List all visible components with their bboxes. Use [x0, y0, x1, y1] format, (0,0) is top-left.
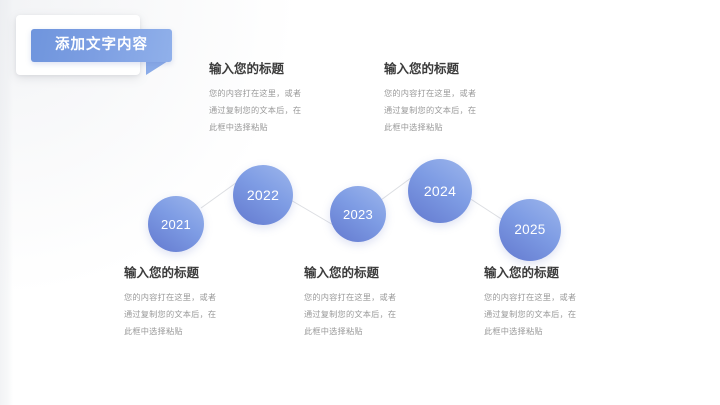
text-block-body: 您的内容打在这里，或者 通过复制您的文本后，在 此框中选择粘贴 — [209, 86, 379, 136]
text-block-body: 您的内容打在这里，或者 通过复制您的文本后，在 此框中选择粘贴 — [124, 290, 294, 340]
text-block-line: 通过复制您的文本后，在 — [209, 105, 302, 115]
text-block-top-right: 输入您的标题 您的内容打在这里，或者 通过复制您的文本后，在 此框中选择粘贴 — [384, 62, 554, 136]
text-block-line: 此框中选择粘贴 — [304, 326, 363, 336]
title-badge[interactable]: 添加文字内容 — [31, 29, 172, 62]
text-block-title: 输入您的标题 — [484, 266, 560, 280]
text-block-line: 通过复制您的文本后，在 — [124, 309, 217, 319]
text-block-body: 您的内容打在这里，或者 通过复制您的文本后，在 此框中选择粘贴 — [484, 290, 654, 340]
badge-tail-icon — [146, 61, 168, 75]
text-block-line: 您的内容打在这里，或者 — [124, 293, 217, 302]
text-block-body: 您的内容打在这里，或者 通过复制您的文本后，在 此框中选择粘贴 — [384, 86, 554, 136]
text-block-title: 输入您的标题 — [209, 62, 285, 76]
text-block-line: 通过复制您的文本后，在 — [304, 309, 397, 319]
text-block-line: 通过复制您的文本后，在 — [484, 309, 577, 319]
text-block-line: 此框中选择粘贴 — [484, 326, 543, 336]
text-block-line: 此框中选择粘贴 — [384, 122, 443, 132]
text-block-bottom-left: 输入您的标题 您的内容打在这里，或者 通过复制您的文本后，在 此框中选择粘贴 — [124, 266, 294, 340]
title-badge-label: 添加文字内容 — [55, 37, 148, 54]
text-block-title: 输入您的标题 — [124, 266, 200, 280]
text-block-title: 输入您的标题 — [304, 266, 380, 280]
text-block-line: 此框中选择粘贴 — [124, 326, 183, 336]
text-block-line: 您的内容打在这里，或者 — [484, 293, 577, 302]
text-block-top-left: 输入您的标题 您的内容打在这里，或者 通过复制您的文本后，在 此框中选择粘贴 — [209, 62, 379, 136]
text-block-body: 您的内容打在这里，或者 通过复制您的文本后，在 此框中选择粘贴 — [304, 290, 474, 340]
text-block-line: 您的内容打在这里，或者 — [384, 89, 477, 98]
text-block-line: 您的内容打在这里，或者 — [209, 89, 302, 98]
text-block-line: 通过复制您的文本后，在 — [384, 105, 477, 115]
text-block-bottom-center: 输入您的标题 您的内容打在这里，或者 通过复制您的文本后，在 此框中选择粘贴 — [304, 266, 474, 340]
text-block-line: 此框中选择粘贴 — [209, 122, 268, 132]
text-block-title: 输入您的标题 — [384, 62, 460, 76]
text-block-line: 您的内容打在这里，或者 — [304, 293, 397, 302]
text-block-bottom-right: 输入您的标题 您的内容打在这里，或者 通过复制您的文本后，在 此框中选择粘贴 — [484, 266, 654, 340]
